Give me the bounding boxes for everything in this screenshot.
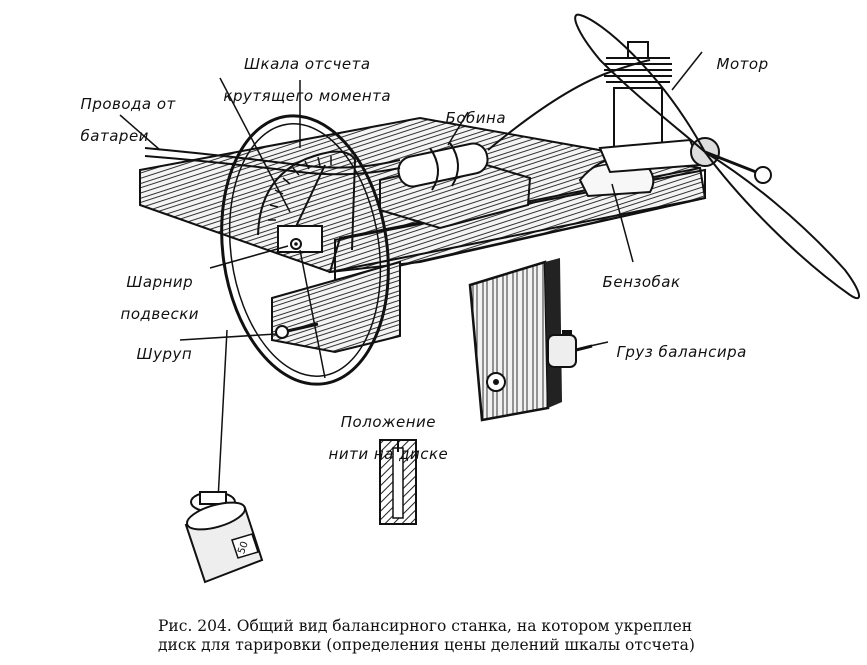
leader-lines	[119, 51, 703, 347]
label-tank-text: Бензобак	[602, 273, 681, 291]
label-thread-line1: Положение	[340, 413, 437, 431]
label-wires-line1: Провода от	[80, 95, 176, 113]
label-motor-text: Мотор	[716, 55, 769, 73]
label-screw-text: Шуруп	[136, 345, 193, 363]
support-post	[468, 258, 562, 422]
thread-position-inset	[379, 439, 417, 525]
label-tank: Бензобак	[592, 258, 681, 290]
label-scale-line1: Шкала отсчета	[244, 55, 371, 73]
screw	[275, 322, 319, 339]
label-balance-weight: Груз балансира	[606, 328, 747, 360]
label-screw: Шуруп	[126, 330, 192, 362]
weight-marking: 50	[236, 540, 251, 556]
label-hinge: Шарнир подвески	[110, 258, 199, 322]
thread	[217, 329, 228, 501]
hanging-weight: 50	[184, 491, 264, 584]
label-thread-line2: нити на диске	[328, 445, 449, 463]
label-scale-line2: крутящего момента	[223, 87, 392, 105]
figure-caption: Рис. 204. Общий вид балансирного станка,…	[158, 617, 808, 655]
label-coil-text: Бобина	[445, 109, 507, 127]
label-wires-line2: батареи	[80, 127, 149, 145]
caption-line2: диск для тарировки (определения цены дел…	[158, 636, 695, 654]
coil-assembly	[379, 142, 532, 230]
label-motor: Мотор	[706, 40, 769, 72]
label-balance-weight-text: Груз балансира	[616, 343, 747, 361]
label-coil: Бобина	[435, 94, 506, 126]
label-hinge-line1: Шарнир	[126, 273, 194, 291]
propeller	[574, 13, 860, 300]
calibration-disc	[220, 114, 390, 386]
label-wires: Провода от батареи	[70, 80, 176, 144]
label-thread: Положение нити на диске	[318, 398, 448, 462]
balancer-weight	[547, 330, 593, 368]
caption-line1: Рис. 204. Общий вид балансирного станка,…	[158, 617, 693, 635]
label-hinge-line2: подвески	[120, 305, 200, 323]
label-scale: Шкала отсчета крутящего момента	[212, 40, 392, 104]
